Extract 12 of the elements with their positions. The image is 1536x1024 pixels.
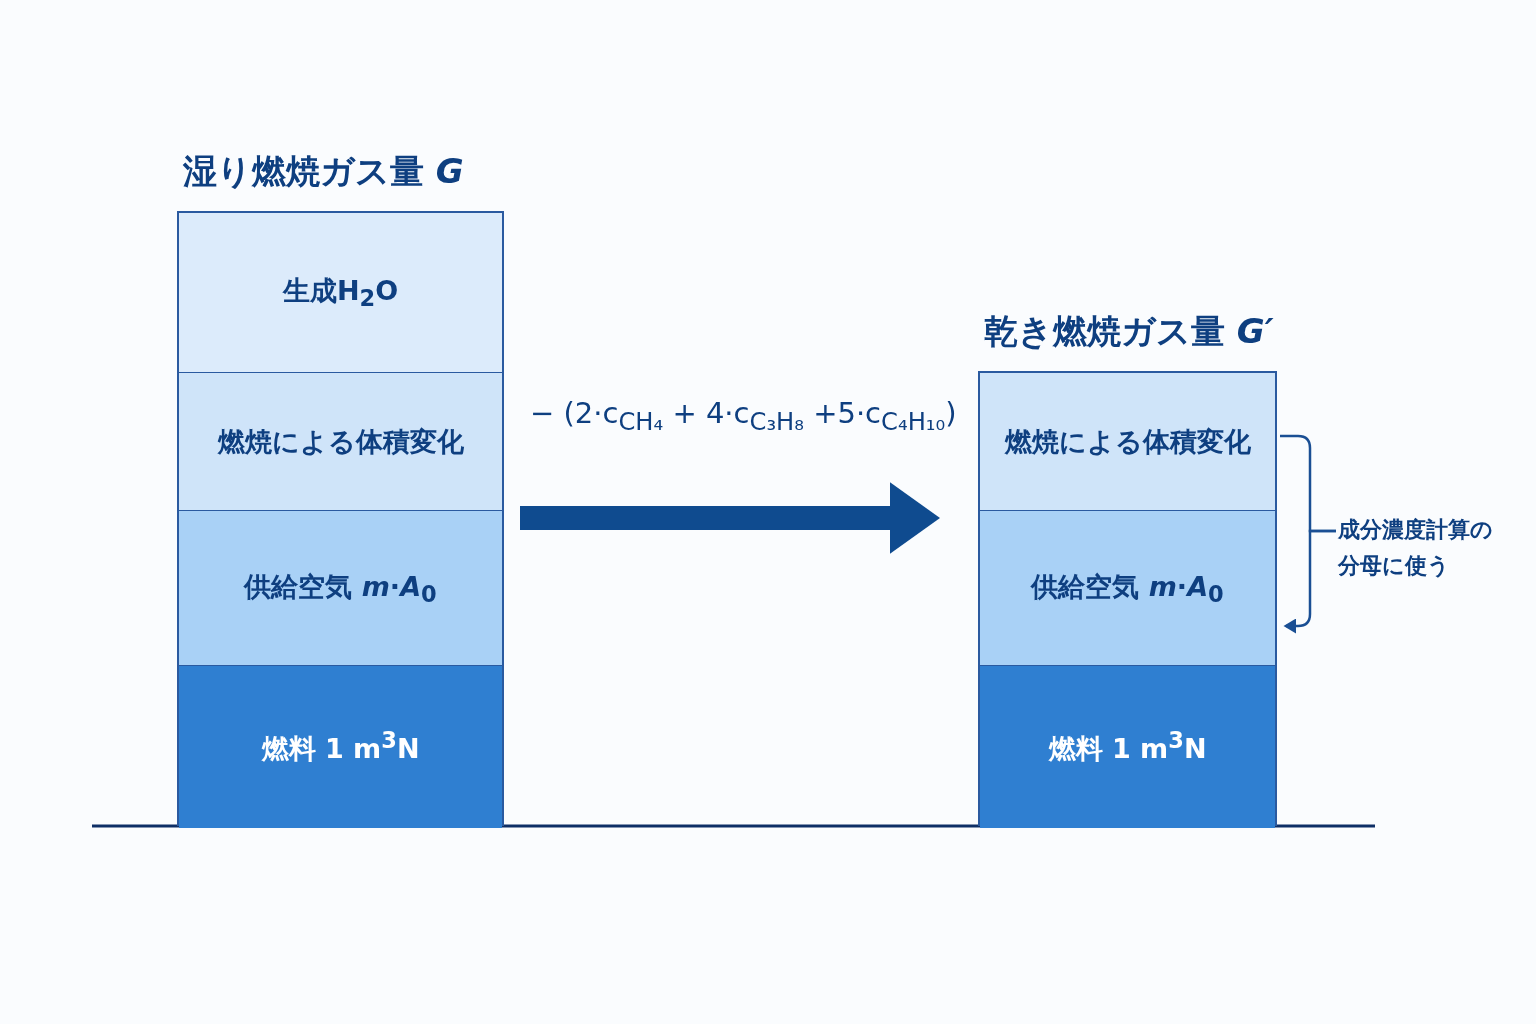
stack-segment: 供給空気 m·A$_{0}$ [980, 511, 1275, 666]
stack-segment: 燃料 1 m$^{3}$N [179, 666, 502, 828]
column-heading: 乾き燃焼ガス量 G′ [984, 310, 1274, 353]
stack-segment: 燃焼による体積変化 [179, 373, 502, 511]
stack-segment: 燃焼による体積変化 [980, 373, 1275, 511]
block-arrow [520, 482, 940, 554]
stack-segment: 供給空気 m·A$_{0}$ [179, 511, 502, 666]
stack-segment: 生成H$_{2}$O [179, 213, 502, 373]
stack-segment: 燃料 1 m$^{3}$N [980, 666, 1275, 828]
column-heading: 湿り燃焼ガス量 G [183, 150, 464, 193]
arrow [1283, 529, 1336, 634]
note-text: 成分濃度計算の分母に使う [1338, 512, 1503, 584]
